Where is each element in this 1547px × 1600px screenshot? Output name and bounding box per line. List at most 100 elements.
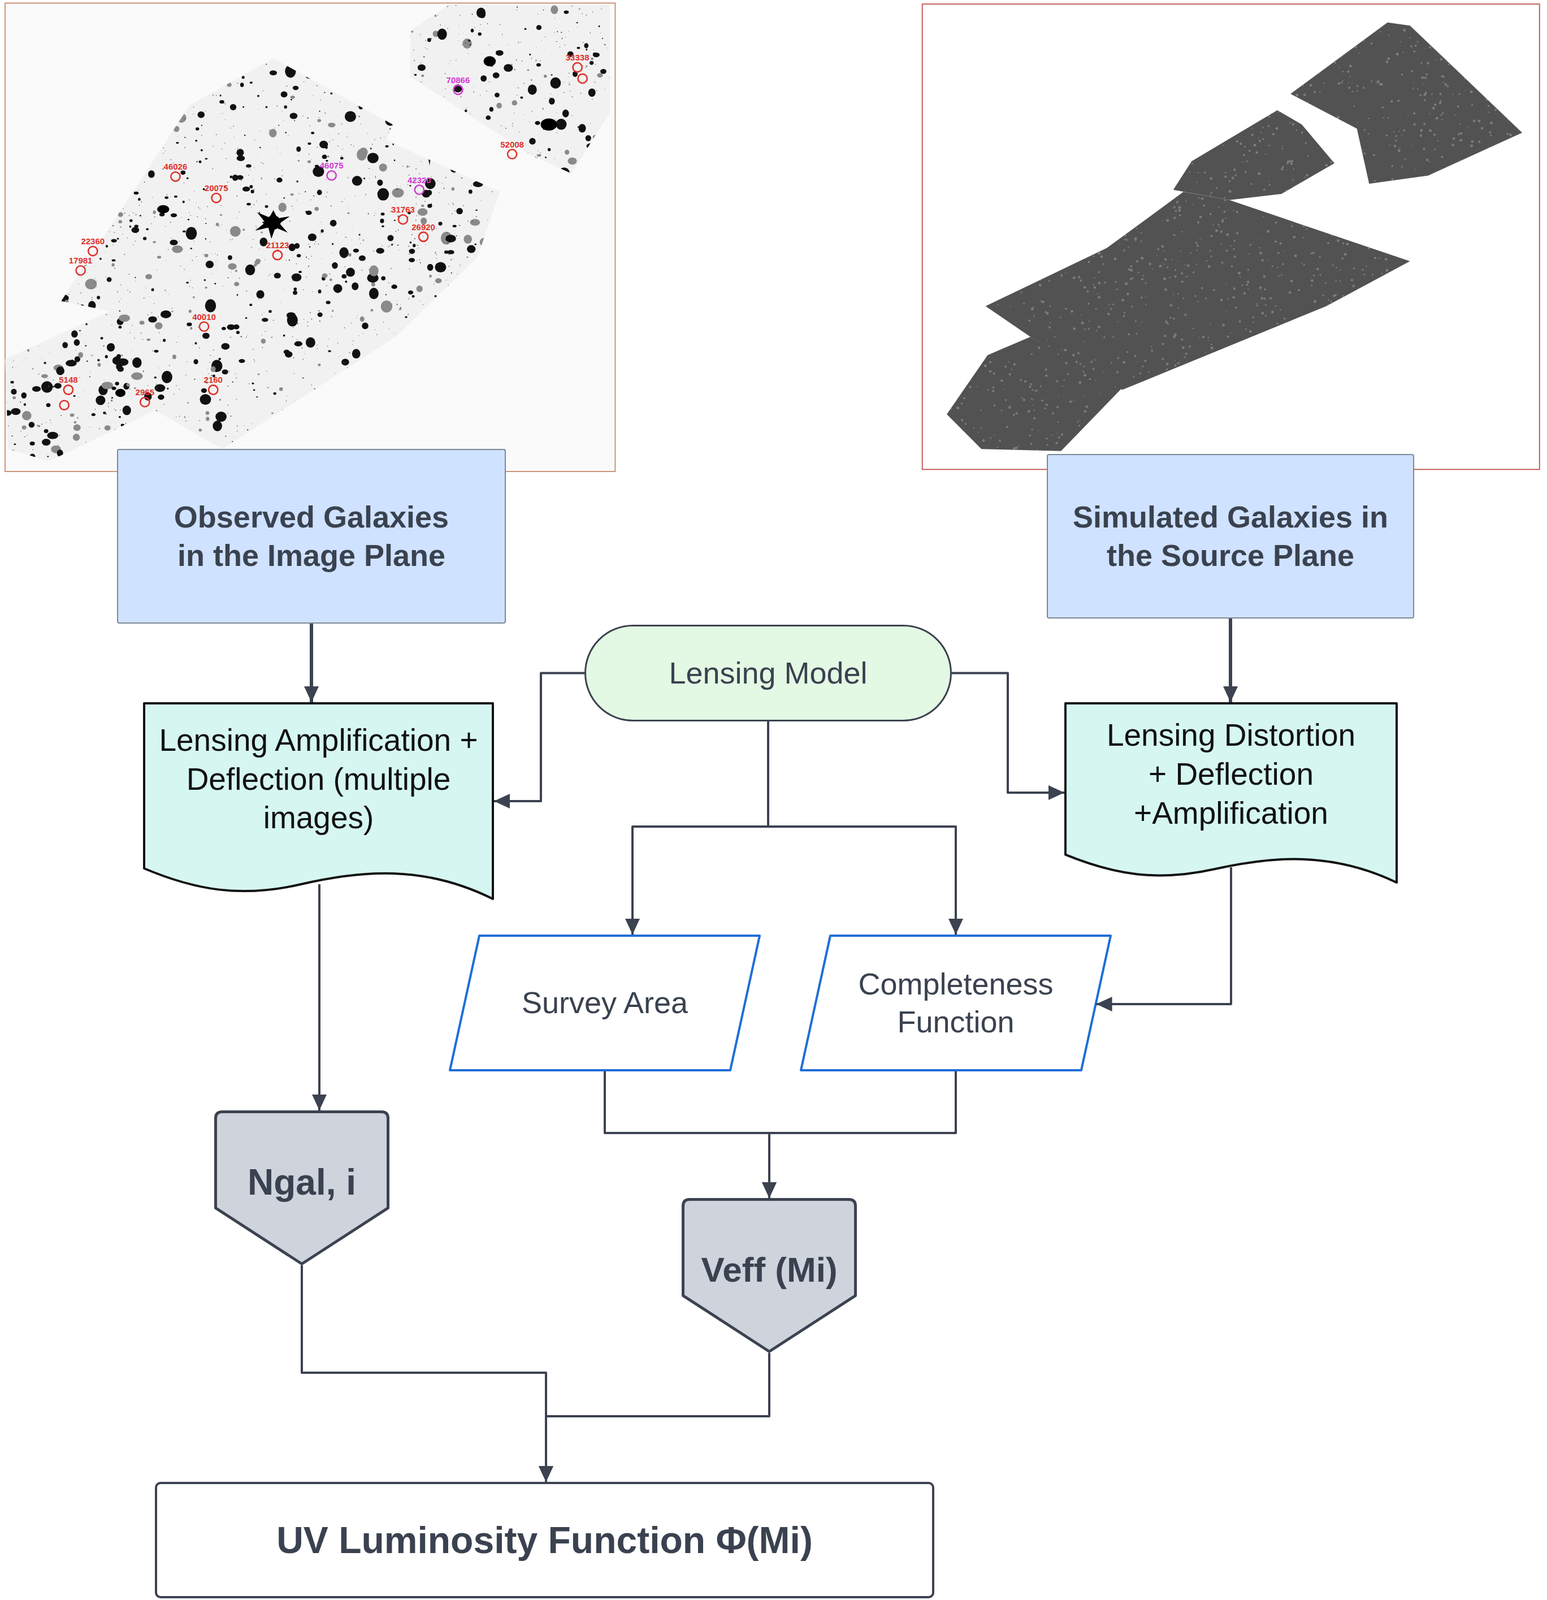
galaxy-speck xyxy=(144,181,146,183)
galaxy-speck xyxy=(465,107,467,110)
galaxy-speck xyxy=(512,123,513,124)
galaxy-speck xyxy=(200,149,203,152)
galaxy-speck xyxy=(236,82,238,84)
galaxy-speck xyxy=(224,118,226,121)
galaxy-speck xyxy=(398,42,400,43)
galaxy-speck xyxy=(503,125,505,128)
galaxy-speck xyxy=(92,193,93,195)
galaxy-speck xyxy=(399,307,402,311)
galaxy-speck xyxy=(374,215,375,216)
galaxy-speck xyxy=(161,122,162,123)
galaxy-speck xyxy=(490,172,492,175)
galaxy-speck xyxy=(536,46,537,49)
galaxy-speck xyxy=(592,52,600,58)
galaxy-speck xyxy=(346,49,348,51)
galaxy-speck xyxy=(338,133,339,134)
galaxy-speck xyxy=(338,21,339,24)
galaxy-speck xyxy=(346,132,348,134)
galaxy-speck xyxy=(283,120,284,121)
galaxy-speck xyxy=(565,13,566,15)
galaxy-speck xyxy=(600,305,605,310)
galaxy-speck xyxy=(159,340,161,342)
galaxy-speck xyxy=(408,290,414,295)
galaxy-speck xyxy=(377,179,383,186)
galaxy-speck xyxy=(20,37,21,40)
galaxy-speck xyxy=(380,13,382,15)
galaxy-speck xyxy=(241,70,242,73)
galaxy-speck xyxy=(283,197,285,199)
galaxy-speck xyxy=(203,253,205,255)
galaxy-speck xyxy=(513,226,515,229)
galaxy-speck xyxy=(346,236,348,239)
galaxy-speck xyxy=(151,288,155,292)
galaxy-speck xyxy=(395,119,397,121)
galaxy-speck xyxy=(82,124,86,128)
galaxy-speck xyxy=(396,303,398,305)
illustration-group xyxy=(1,1,1540,472)
galaxy-speck xyxy=(341,358,350,366)
galaxy-speck xyxy=(521,296,522,298)
galaxy-speck xyxy=(587,392,589,394)
galaxy-speck xyxy=(376,334,377,335)
galaxy-speck xyxy=(544,445,546,447)
galaxy-speck xyxy=(276,177,283,183)
galaxy-speck xyxy=(175,141,179,144)
galaxy-speck xyxy=(614,107,615,110)
galaxy-speck xyxy=(262,90,264,91)
galaxy-speck xyxy=(480,75,487,82)
galaxy-speck xyxy=(313,431,314,433)
galaxy-speck xyxy=(488,44,490,46)
galaxy-speck xyxy=(479,10,486,19)
galaxy-speck xyxy=(448,435,450,438)
galaxy-speck xyxy=(105,354,108,359)
galaxy-speck xyxy=(79,465,88,471)
galaxy-speck xyxy=(144,323,145,325)
galaxy-speck xyxy=(326,191,328,193)
galaxy-speck xyxy=(409,184,411,187)
galaxy-speck xyxy=(42,144,44,146)
galaxy-speck xyxy=(70,195,71,196)
galaxy-speck xyxy=(509,283,510,286)
galaxy-speck xyxy=(247,334,249,337)
galaxy-speck xyxy=(558,122,559,124)
galaxy-speck xyxy=(419,262,422,264)
galaxy-speck xyxy=(33,164,35,166)
galaxy-speck xyxy=(61,131,67,137)
galaxy-speck xyxy=(147,105,149,107)
galaxy-speck xyxy=(101,110,110,120)
galaxy-speck xyxy=(556,454,557,456)
galaxy-speck xyxy=(594,81,595,82)
galaxy-speck xyxy=(469,44,471,46)
galaxy-speck xyxy=(101,156,103,158)
galaxy-speck xyxy=(33,46,36,48)
galaxy-speck xyxy=(246,290,248,292)
galaxy-speck xyxy=(109,192,110,195)
galaxy-speck xyxy=(504,171,506,173)
galaxy-speck xyxy=(543,74,548,78)
galaxy-speck xyxy=(354,196,356,197)
galaxy-speck xyxy=(243,446,245,448)
galaxy-speck xyxy=(72,395,76,397)
galaxy-speck xyxy=(534,261,546,271)
galaxy-speck xyxy=(149,136,151,138)
galaxy-speck xyxy=(453,306,461,311)
galaxy-speck xyxy=(219,398,221,401)
galaxy-speck xyxy=(132,244,134,245)
galaxy-speck xyxy=(520,210,523,213)
galaxy-speck xyxy=(271,412,274,414)
galaxy-speck xyxy=(282,169,283,171)
galaxy-speck xyxy=(137,158,148,168)
galaxy-speck xyxy=(540,227,549,236)
galaxy-speck xyxy=(205,410,210,415)
galaxy-speck xyxy=(313,195,315,197)
galaxy-speck xyxy=(199,393,211,405)
galaxy-speck xyxy=(96,286,98,288)
galaxy-speck xyxy=(435,401,437,402)
galaxy-speck xyxy=(280,301,282,303)
galaxy-speck xyxy=(305,336,316,348)
galaxy-speck xyxy=(11,58,14,60)
galaxy-speck xyxy=(549,97,551,98)
galaxy-speck xyxy=(120,41,125,46)
galaxy-speck xyxy=(154,349,159,353)
galaxy-speck xyxy=(191,97,195,101)
